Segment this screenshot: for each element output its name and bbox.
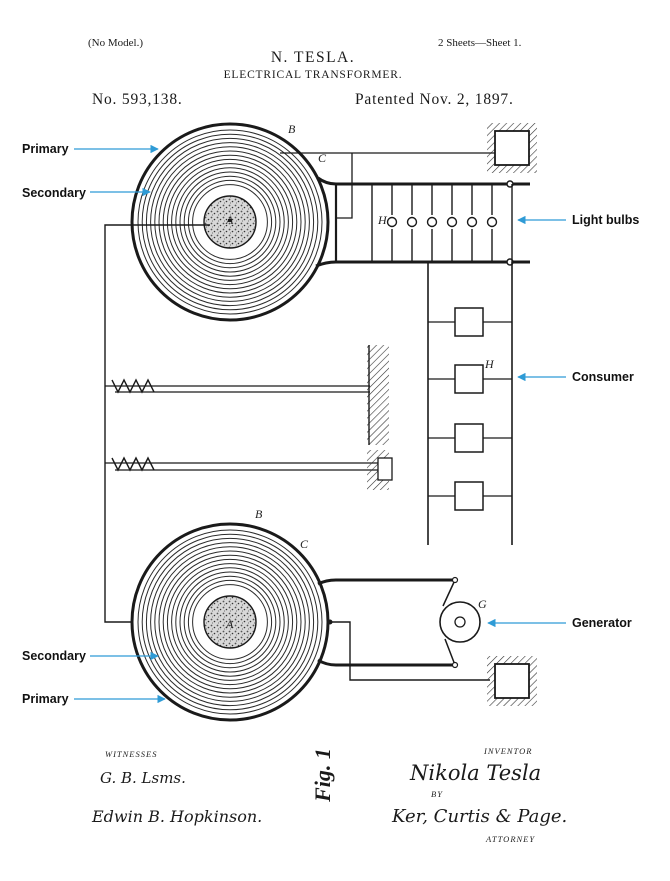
annotation-light-bulbs: Light bulbs [517,213,639,227]
bottom-transformer-coil [130,522,330,722]
witness-1-signature: G. B. Lsms. [100,769,186,787]
ref-letter-c-bottom: C [300,537,309,551]
top-coil-secondary-turn [187,179,273,265]
lower-insulator-icon [111,456,155,472]
top-coil-secondary-turn [179,171,281,273]
bottom-primary-lead-lower [317,658,455,667]
no-model-label: (No Model.) [88,37,143,49]
ref-letter-c-top: C [318,151,327,165]
top-coil-secondary-turn [154,146,306,298]
bottom-coil-secondary-turn [141,533,319,711]
bottom-coil-secondary-turn [175,567,285,677]
bulb-1-icon [386,216,398,228]
bottom-coil-secondary-turn [145,537,315,707]
bulb-4-icon [446,216,458,228]
top-ground-return [336,153,353,219]
bulb-5-icon [466,216,478,228]
bottom-coil-secondary-turn [171,563,289,681]
ref-letter-b-top: B [288,122,296,136]
ref-letter-a-bottom: A [225,617,234,631]
ref-letter-h-bulbs: H [377,213,388,227]
top-coil-secondary-turn [158,150,302,294]
top-coil-tap-marker [228,219,232,222]
by-label: BY [431,789,443,799]
annotation-primary-top: Primary [22,142,159,156]
bulb-2-icon [406,216,418,228]
top-coil-secondary-turn [166,158,294,286]
inventor-label: INVENTOR [483,746,532,756]
patent-number: No. 593,138. [92,91,183,108]
witness-2-signature: Edwin B. Hopkinson. [91,807,262,826]
svg-text:Secondary: Secondary [22,186,86,200]
consumer-load-4 [454,481,484,511]
bottom-coil-secondary-turn [179,571,281,673]
inventor-name-header: N. TESLA. [271,49,355,66]
top-coil-secondary-turn [141,133,319,311]
ref-letter-h-consumer: H [484,357,495,371]
top-coil-secondary-turn [175,167,285,277]
sheet-count: 2 Sheets—Sheet 1. [438,37,522,49]
svg-text:Primary: Primary [22,142,69,156]
consumer-bank [427,262,513,545]
bottom-coil-secondary-turn [158,550,302,694]
top-ground-plate [494,130,530,166]
top-coil-secondary-turn [171,163,289,281]
bottom-coil-secondary-turn [154,546,306,698]
bottom-coil-secondary-turn [166,558,294,686]
upper-insulator-icon [111,378,155,394]
top-primary-lead-upper [317,176,530,186]
consumer-load-2 [454,364,484,394]
svg-text:Light bulbs: Light bulbs [572,213,639,227]
annotation-generator: Generator [487,616,632,630]
ref-letter-a-top: A [225,213,234,227]
top-coil-secondary-turn [150,142,310,302]
bottom-ground-wire [330,621,490,681]
bottom-coil-secondary-turn [192,584,268,660]
annotation-secondary-bottom: Secondary [22,649,159,663]
lower-insulator-line [105,450,393,490]
top-coil-secondary-turn [145,137,315,307]
svg-text:Primary: Primary [22,692,69,706]
attorney-label: ATTORNEY [485,834,535,844]
top-coil-secondary-turn [162,154,298,290]
annotation-primary-bottom: Primary [22,692,166,706]
bottom-coil-secondary-turn [137,529,323,715]
lower-ground-plate [377,457,393,481]
top-coil-secondary-turn [137,129,323,315]
bulb-6-icon [486,216,498,228]
bottom-coil-secondary-turn [162,554,298,690]
consumer-load-1 [454,307,484,337]
svg-text:Generator: Generator [572,616,632,630]
top-coil-secondary-turn [183,175,277,269]
bottom-coil-secondary-turn [187,579,273,665]
ref-letter-g-generator: G [478,597,487,611]
annotation-consumer: Consumer [517,370,634,384]
annotation-secondary-top: Secondary [22,186,151,200]
upper-ground-hatch [367,345,389,445]
bottom-coil-secondary-turn [183,575,277,669]
top-coil-secondary-turn [192,184,268,260]
witnesses-label: WITNESSES [105,749,157,759]
figure-label: Fig. 1 [310,748,335,803]
attorney-signature: Ker, Curtis & Page. [391,806,567,827]
consumer-load-3 [454,423,484,453]
bottom-ground-plate [494,663,530,699]
ref-letter-b-bottom: B [255,507,263,521]
bottom-coil-secondary-turn [150,542,310,702]
bottom-coil-core [203,595,257,649]
bottom-primary-lead-upper [317,578,455,586]
bulb-3-icon [426,216,438,228]
inventor-signature: Nikola Tesla [409,761,541,785]
top-primary-lead-lower [315,260,530,268]
upper-insulator-line [105,345,389,445]
light-bulb-bank [371,184,513,262]
patented-date: Patented Nov. 2, 1897. [355,91,514,108]
svg-text:Consumer: Consumer [572,370,634,384]
svg-text:Secondary: Secondary [22,649,86,663]
patent-title: ELECTRICAL TRANSFORMER. [224,69,403,81]
